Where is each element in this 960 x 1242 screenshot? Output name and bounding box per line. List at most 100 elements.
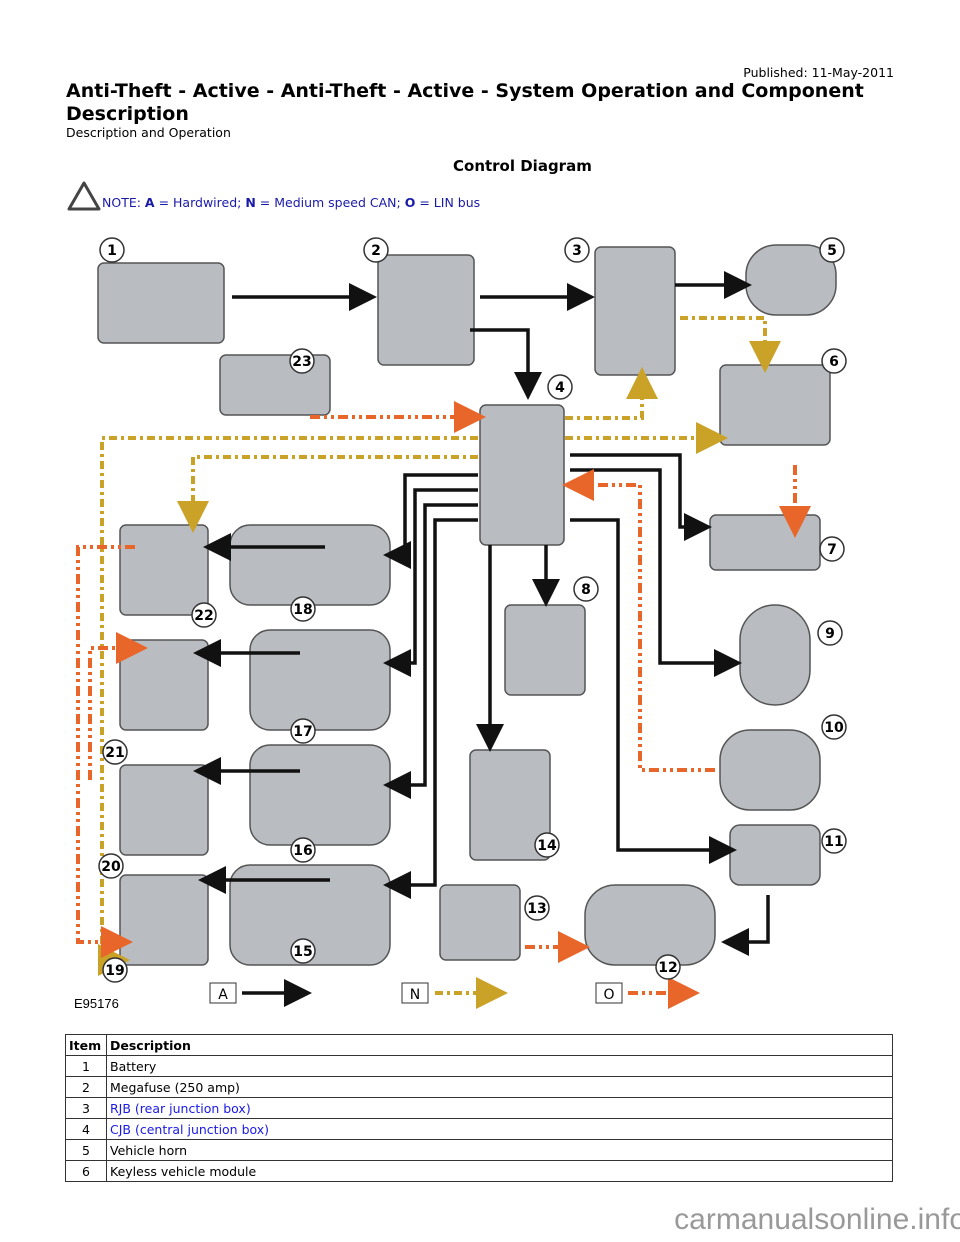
item-description: Keyless vehicle module xyxy=(106,1160,893,1182)
callout-17: 17 xyxy=(290,718,316,744)
callout-number: 20 xyxy=(101,859,121,875)
legend-n: N xyxy=(410,987,420,1003)
callout-circle xyxy=(289,348,315,374)
wire-4-7 xyxy=(570,453,712,541)
callout-number: 7 xyxy=(827,542,837,558)
callout-circle xyxy=(290,938,316,964)
item-description: Megafuse (250 amp) xyxy=(106,1076,893,1098)
item-description: Battery xyxy=(106,1055,893,1077)
callout-11: 11 xyxy=(821,828,847,854)
lin-left-21 xyxy=(88,632,148,780)
rjb-link[interactable]: RJB (rear junction box) xyxy=(106,1097,893,1119)
keyless-vehicle-module xyxy=(719,364,831,446)
item-number: 4 xyxy=(65,1118,107,1140)
callout-14: 14 xyxy=(534,832,560,858)
note-n-text: = Medium speed CAN; xyxy=(255,195,405,210)
figure-id: E95176 xyxy=(74,996,119,1011)
callout-10: 10 xyxy=(821,714,847,740)
wire-4-11 xyxy=(570,518,737,864)
callout-number: 1 xyxy=(107,243,117,259)
callout-circle xyxy=(819,237,845,263)
callout-circle xyxy=(547,374,573,400)
callout-number: 6 xyxy=(829,354,839,370)
item-description: Vehicle horn xyxy=(106,1139,893,1161)
wire-4-15 xyxy=(383,518,478,899)
handle-16 xyxy=(249,744,391,846)
lin-10-4 xyxy=(562,469,715,772)
item-number: 3 xyxy=(65,1097,107,1119)
published-date: Published: 11-May-2011 xyxy=(743,65,894,80)
callout-number: 21 xyxy=(105,745,124,761)
callout-number: 4 xyxy=(555,380,565,396)
wire-11-12 xyxy=(721,895,770,956)
item-number: 5 xyxy=(65,1139,107,1161)
callout-18: 18 xyxy=(290,596,316,622)
module-22 xyxy=(119,524,209,616)
callout-9: 9 xyxy=(817,620,843,646)
note-o-text: = LIN bus xyxy=(415,195,481,210)
callout-number: 14 xyxy=(537,838,557,854)
item-number: 6 xyxy=(65,1160,107,1182)
callout-number: 13 xyxy=(527,901,546,917)
callout-circle xyxy=(524,895,550,921)
callout-circle xyxy=(817,620,843,646)
item-number: 1 xyxy=(65,1055,107,1077)
note-prefix: NOTE: xyxy=(102,195,145,210)
wire-2-4 xyxy=(470,328,542,400)
cjb-link[interactable]: CJB (central junction box) xyxy=(106,1118,893,1140)
callout-number: 23 xyxy=(292,354,311,370)
callout-number: 5 xyxy=(827,243,837,259)
callout-circle xyxy=(290,837,316,863)
callout-number: 18 xyxy=(293,602,312,618)
note-a-text: = Hardwired; xyxy=(154,195,246,210)
callout-circle xyxy=(821,828,847,854)
page-title: Anti-Theft - Active - Anti-Theft - Activ… xyxy=(66,80,864,125)
watermark: carmanualsonline.info xyxy=(674,1203,960,1236)
callout-number: 2 xyxy=(371,243,381,259)
callout-20: 20 xyxy=(98,853,124,879)
component-9 xyxy=(739,604,811,706)
callout-circle xyxy=(191,602,217,628)
callout-number: 12 xyxy=(658,960,677,976)
note-o: O xyxy=(404,195,416,210)
callout-circle xyxy=(821,348,847,374)
callout-circle xyxy=(819,536,845,562)
callout-number: 17 xyxy=(293,724,312,740)
module-19 xyxy=(119,874,209,966)
legend-a: A xyxy=(218,987,228,1003)
component-7 xyxy=(709,514,821,571)
callout-6: 6 xyxy=(821,348,847,374)
legend: A N O xyxy=(209,982,623,1004)
callout-19: 19 xyxy=(102,957,128,983)
component-11 xyxy=(729,824,821,886)
wire-4-9 xyxy=(570,468,742,677)
legend-o: O xyxy=(603,987,614,1003)
callout-circle xyxy=(98,853,124,879)
note-n: N xyxy=(245,195,256,210)
callout-16: 16 xyxy=(290,837,316,863)
diagram-title: Control Diagram xyxy=(453,157,592,175)
warning-triangle-icon xyxy=(67,181,101,211)
component-8 xyxy=(504,604,586,696)
megafuse xyxy=(377,254,475,366)
callout-number: 3 xyxy=(572,243,582,259)
callout-circle xyxy=(363,237,389,263)
component-13 xyxy=(439,884,521,961)
callout-8: 8 xyxy=(573,576,599,602)
battery xyxy=(97,262,225,344)
callout-circle xyxy=(564,237,590,263)
page-subtitle: Description and Operation xyxy=(66,125,231,140)
callout-7: 7 xyxy=(819,536,845,562)
wire-4-17 xyxy=(383,488,478,677)
rjb xyxy=(594,246,676,376)
callout-3: 3 xyxy=(564,237,590,263)
callout-2: 2 xyxy=(363,237,389,263)
callout-1: 1 xyxy=(99,237,125,263)
component-10 xyxy=(719,729,821,811)
callout-number: 9 xyxy=(825,626,835,642)
